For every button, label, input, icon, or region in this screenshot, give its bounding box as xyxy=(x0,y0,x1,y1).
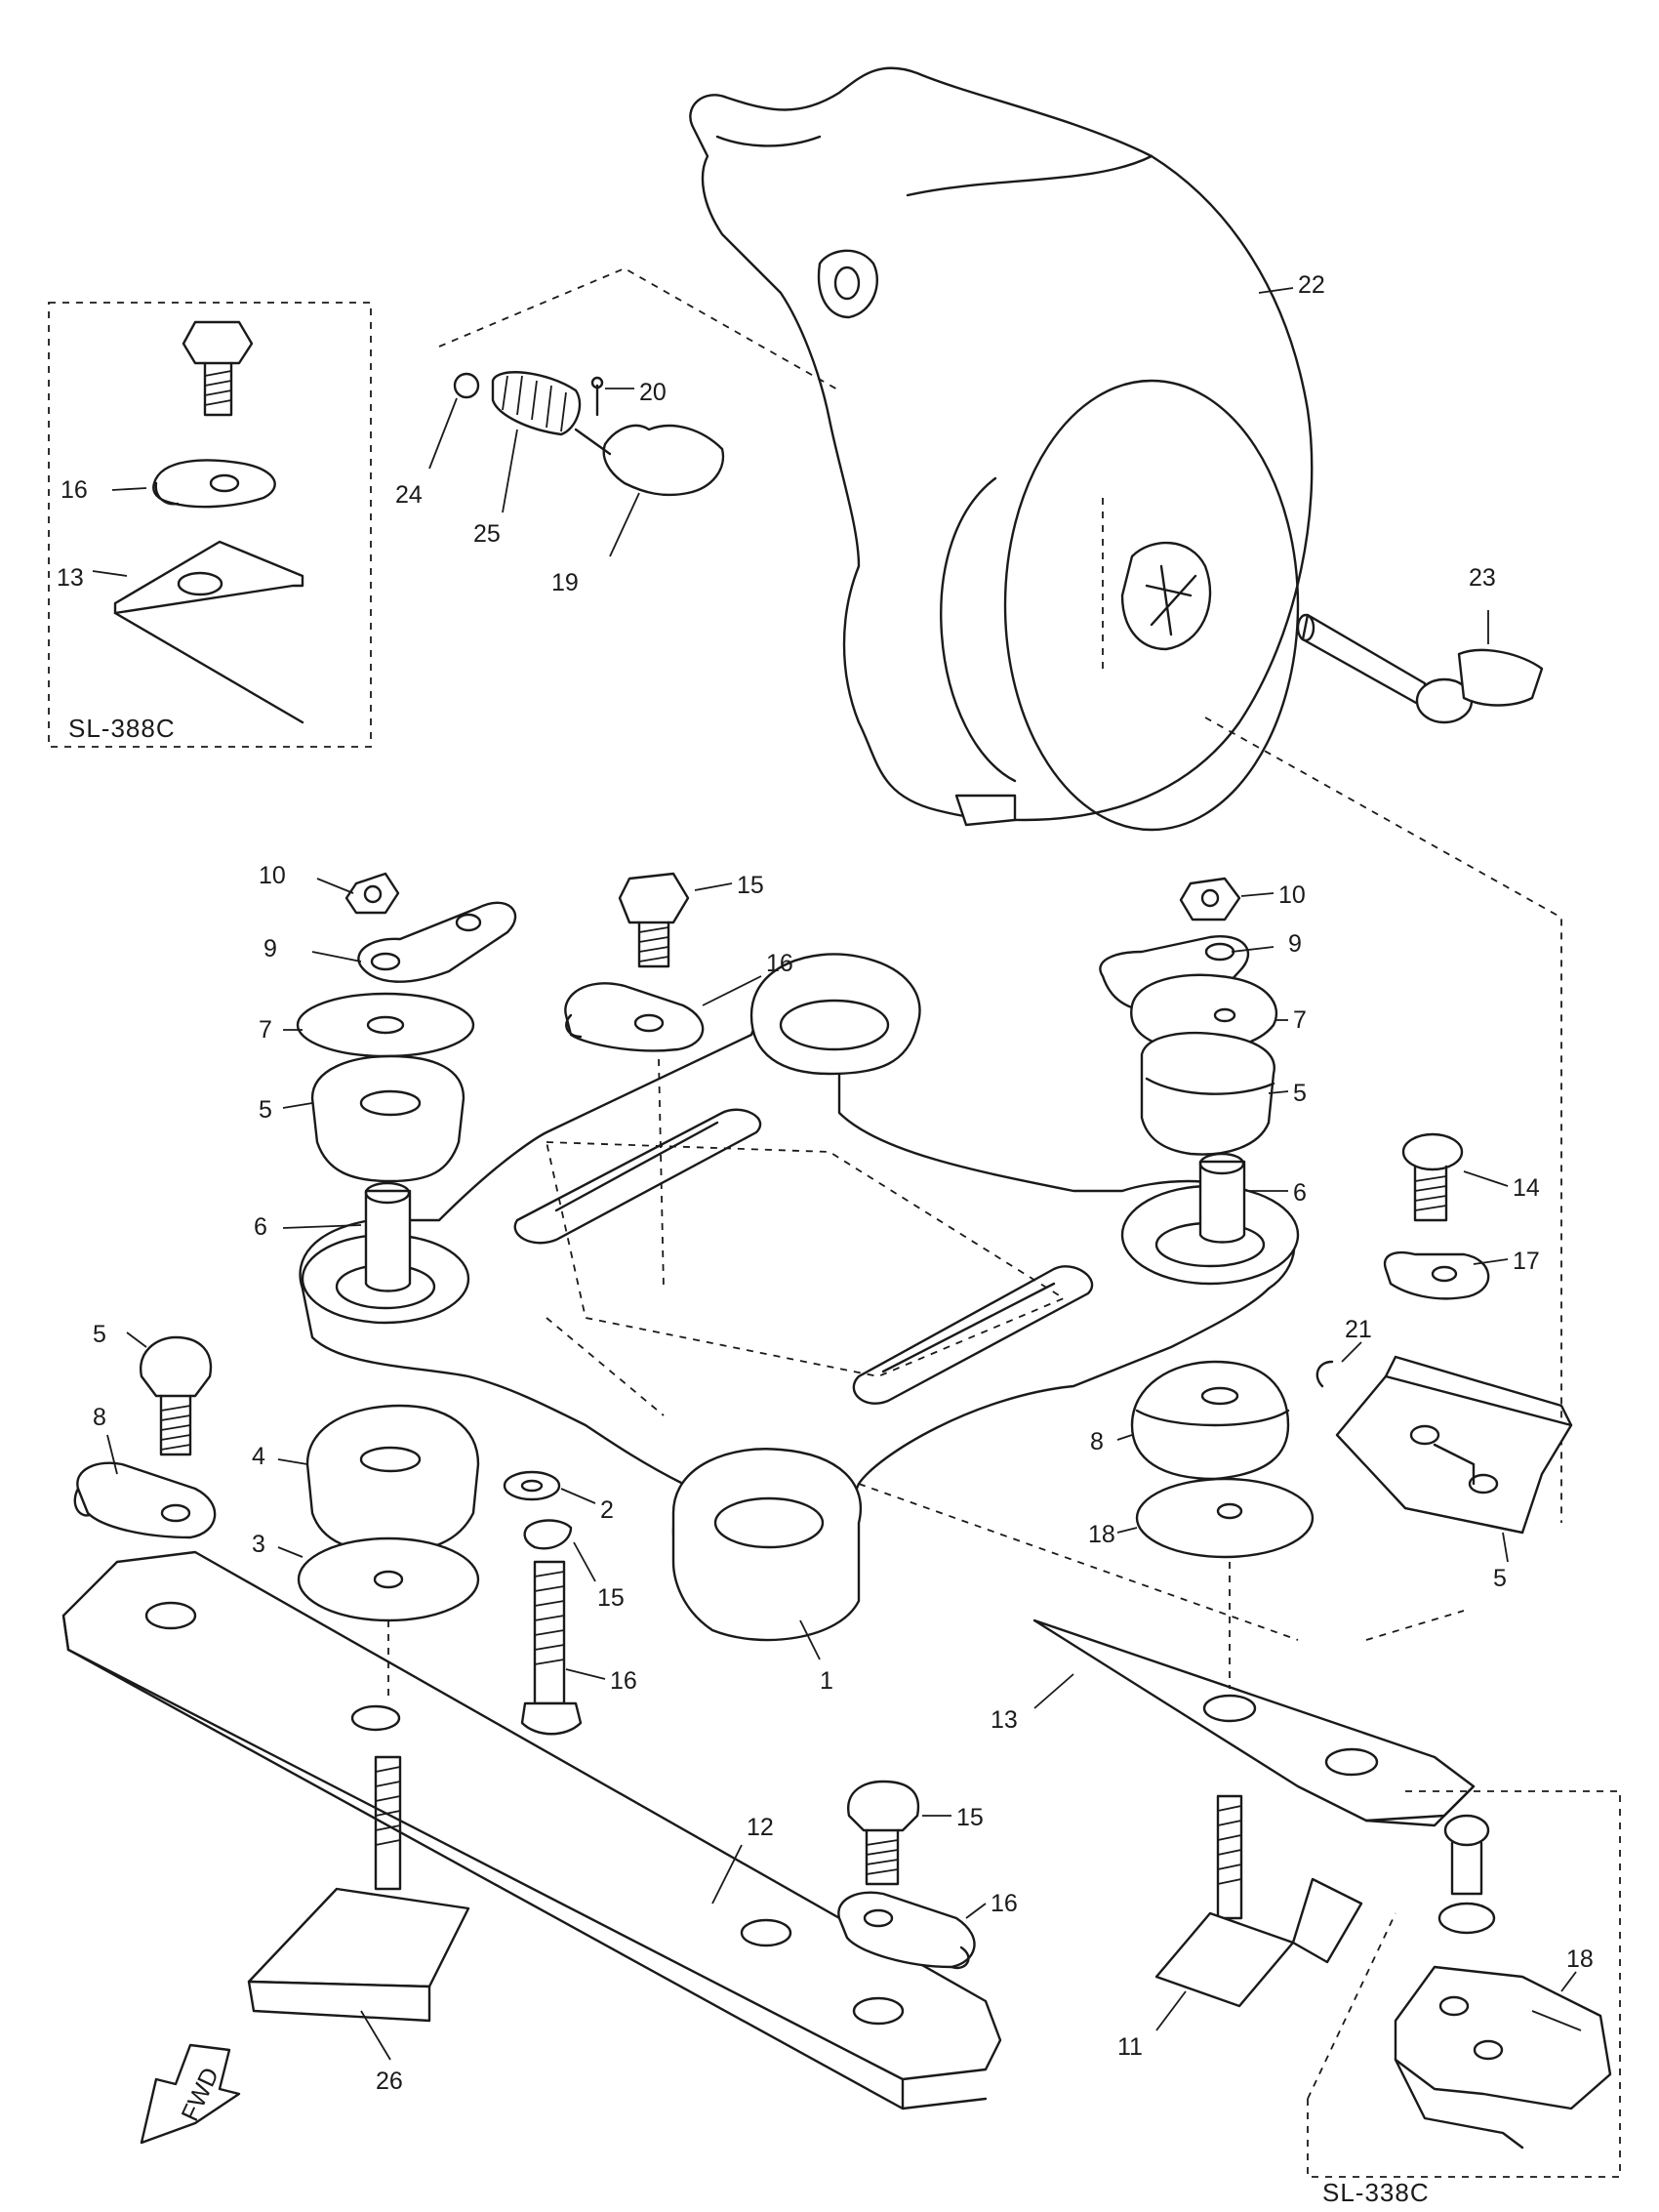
callout-16-top: 16 xyxy=(766,950,793,977)
callout-15-left: 5 xyxy=(93,1321,106,1348)
callout-7-left: 7 xyxy=(259,1016,272,1044)
yamaha-emblem xyxy=(1120,541,1212,651)
washer-7a xyxy=(296,992,475,1058)
callout-24: 25 xyxy=(473,520,501,548)
callout-6-right: 6 xyxy=(1293,1179,1307,1207)
plate-13 xyxy=(858,1483,1476,1827)
lower-washer-16 xyxy=(837,1891,976,1970)
knob-22 xyxy=(602,424,725,497)
fwd-arrow: FWD xyxy=(140,2043,241,2145)
lower-bolt-15 xyxy=(847,1780,920,1886)
rubber-5a xyxy=(310,1054,465,1183)
inset-lock-washer-16 xyxy=(152,459,276,509)
callout-13-inset: 13 xyxy=(57,564,84,592)
callout-16-left: 8 xyxy=(93,1404,106,1431)
callout-16-lower: 16 xyxy=(991,1890,1018,1917)
inset-plate-13 xyxy=(113,540,304,724)
callout-10-right: 10 xyxy=(1278,881,1306,909)
callout-8-right: 18 xyxy=(1088,1521,1115,1548)
callout-7-right: 7 xyxy=(1293,1006,1307,1034)
callout-13: 13 xyxy=(991,1706,1018,1734)
stud-clip-26 xyxy=(247,1755,470,2023)
bolt-2 xyxy=(520,1560,583,1736)
callout-5-left: 5 xyxy=(259,1096,272,1124)
callout-20: 23 xyxy=(1469,564,1496,592)
inset-box-bottom-right xyxy=(1307,1790,1621,2178)
guide-center-bolt xyxy=(658,1058,665,1290)
stud-clip-11 xyxy=(1154,1794,1363,2008)
callout-26: 26 xyxy=(376,2068,403,2095)
engine-mount-frame-1 xyxy=(299,953,1300,1642)
collar-6b xyxy=(1198,1152,1246,1244)
washer-4 xyxy=(503,1470,561,1501)
callout-15-top: 15 xyxy=(737,872,764,899)
nut-10b xyxy=(1179,877,1241,922)
callout-8-left: 3 xyxy=(252,1531,265,1558)
lock-washer-3 xyxy=(523,1519,573,1550)
plate-12 xyxy=(61,1550,1002,2110)
callout-3: 15 xyxy=(597,1584,625,1612)
callout-10-left: 10 xyxy=(259,862,286,889)
rubber-5d xyxy=(1130,1360,1290,1481)
inset-bolt xyxy=(182,320,254,417)
callout-12: 12 xyxy=(747,1814,774,1841)
rubber-5b xyxy=(305,1404,480,1554)
callout-22: 19 xyxy=(551,569,579,596)
bracket-18 xyxy=(1335,1355,1573,1535)
callout-16-inset: 16 xyxy=(61,476,88,504)
callout-23: 24 xyxy=(395,481,423,509)
pin-20 xyxy=(1296,613,1544,724)
collar-6a xyxy=(364,1181,412,1292)
callout-9-right: 9 xyxy=(1288,930,1302,958)
callout-6-left: 6 xyxy=(254,1213,267,1241)
washer-8a xyxy=(297,1536,480,1622)
left-lower-washer-16 xyxy=(73,1461,217,1539)
right-upper-mount xyxy=(1099,877,1278,1244)
center-bolt-15 xyxy=(618,872,690,968)
callout-21: 21 xyxy=(1345,1316,1372,1343)
callout-17: 17 xyxy=(1513,1248,1540,1275)
knob-assembly-22 xyxy=(453,371,725,497)
callout-11: 11 xyxy=(1117,2033,1143,2061)
plate-9a xyxy=(357,901,517,983)
guide-cover-bracket xyxy=(1204,717,1562,1523)
left-lower-bolt-15 xyxy=(140,1335,213,1456)
center-washer-16 xyxy=(564,982,705,1052)
washer-23 xyxy=(453,372,480,399)
callout-25: 20 xyxy=(639,379,667,406)
callout-14: 14 xyxy=(1513,1174,1540,1202)
callout-5-upper-right: 5 xyxy=(1293,1080,1307,1107)
callout-2: 16 xyxy=(610,1667,637,1695)
callout-4: 2 xyxy=(600,1496,614,1524)
cover-19 xyxy=(689,66,1314,832)
callout-18-inset: 18 xyxy=(1566,1946,1594,1973)
nut-10a xyxy=(344,872,400,915)
clip-21 xyxy=(1315,1360,1334,1388)
spring-24 xyxy=(491,371,582,436)
inset-label-sl-388c: SL-388C xyxy=(68,714,176,743)
bolt-14 xyxy=(1401,1132,1464,1222)
inset-label-sl-338c: SL-338C xyxy=(1322,2178,1430,2207)
rubber-5c xyxy=(1140,1032,1275,1156)
inset-box-top-left: 16 13 SL-388C xyxy=(48,302,372,748)
washer-17 xyxy=(1383,1250,1490,1300)
callout-15-lower: 15 xyxy=(956,1804,984,1831)
left-upper-mount xyxy=(296,872,517,1292)
callout-1: 1 xyxy=(820,1667,833,1695)
callout-18-upper: 5 xyxy=(1493,1565,1507,1592)
callout-5-lower-right: 8 xyxy=(1090,1428,1104,1455)
callout-19: 22 xyxy=(1298,271,1325,299)
callout-9-left: 9 xyxy=(263,935,277,963)
callout-5-lower-left: 4 xyxy=(252,1443,265,1470)
